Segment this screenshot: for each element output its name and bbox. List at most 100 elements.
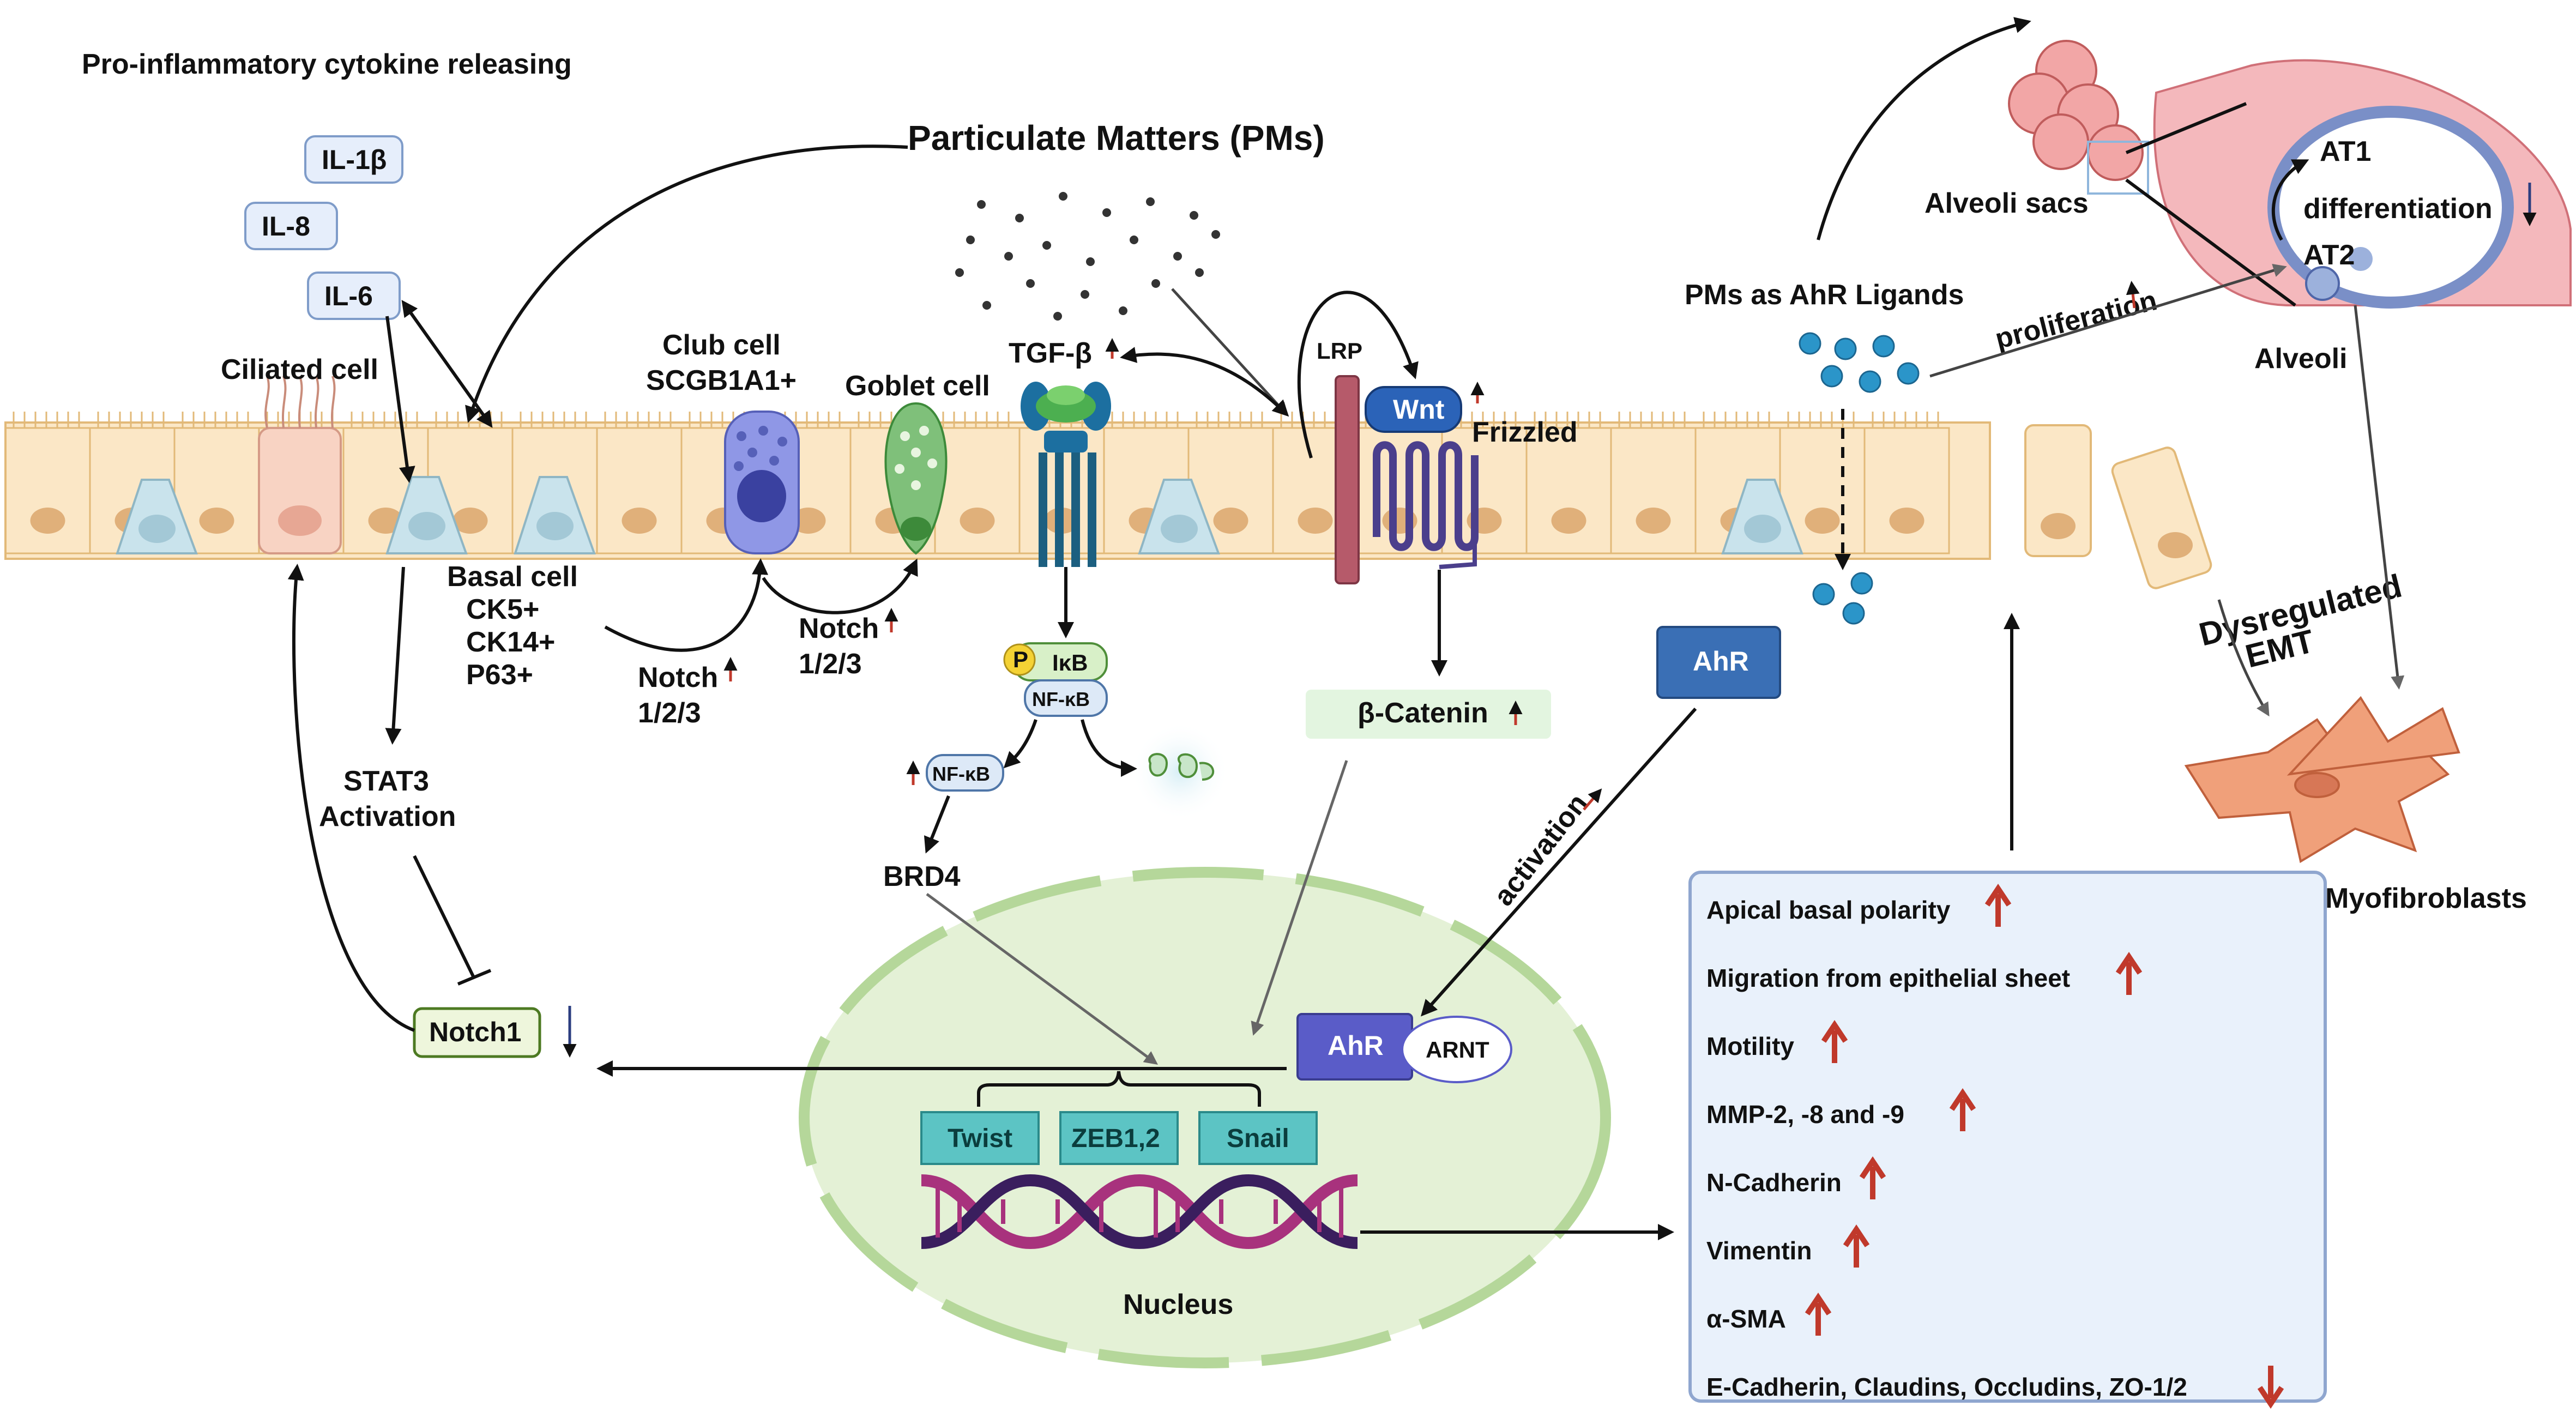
emt-item-label: Motility xyxy=(1706,1032,1794,1060)
emt-item-label: E-Cadherin, Claudins, Occludins, ZO-1/2 xyxy=(1706,1373,2187,1401)
cilia xyxy=(1618,412,1686,428)
cilia xyxy=(97,412,165,428)
gene-boxes xyxy=(920,1111,1318,1165)
brd4-label: BRD4 xyxy=(883,861,961,892)
epithelial-nucleus xyxy=(1551,508,1586,534)
pms-ahr-label: PMs as AhR Ligands xyxy=(1685,279,1964,311)
activation-label: activation xyxy=(1488,788,1594,912)
stat3-label: STAT3 xyxy=(343,765,429,797)
arrow-pms-to-alveoli xyxy=(1817,17,2031,240)
myofibroblasts-illustration xyxy=(2184,696,2460,864)
frizzled-receptor xyxy=(1373,441,1479,569)
proliferation-label: proliferation xyxy=(1992,285,2160,355)
ahr-nuc-label: AhR xyxy=(1328,1030,1384,1061)
goblet-cell xyxy=(884,402,948,555)
cilia xyxy=(942,412,1010,428)
stat3-sub: Activation xyxy=(319,801,456,832)
proteasome xyxy=(1131,722,1229,820)
cytokine-il8: IL-8 xyxy=(262,211,310,242)
arrow-notch1-to-ciliated xyxy=(287,564,415,1032)
cytokine-il1b: IL-1β xyxy=(322,144,387,175)
cilia xyxy=(182,412,249,428)
alveolus-closeup xyxy=(2153,59,2572,309)
emt-down-arrow xyxy=(2257,1366,2284,1409)
tgfb-receptor xyxy=(1021,382,1111,567)
arrow-cytokine-to-ciliated xyxy=(401,300,493,428)
bcatenin-label: β-Catenin xyxy=(1358,697,1488,729)
arrow-brd4-to-bracket xyxy=(926,892,1159,1065)
arnt-ellipse xyxy=(1401,1016,1512,1083)
arrow-pm-to-basal xyxy=(465,144,908,423)
inhibit-stat3-notch1 xyxy=(413,855,492,986)
proliferation-up-arrow xyxy=(2126,281,2140,309)
p-label: P xyxy=(1013,647,1028,672)
arrow-ahr-to-nucleus xyxy=(1421,708,1697,1017)
emt-item-label: N-Cadherin xyxy=(1706,1168,1842,1197)
arrow-proliferation xyxy=(1929,263,2287,378)
ahr-cyto-box xyxy=(1656,626,1781,699)
epithelial-cell xyxy=(1863,427,1950,554)
emt-item-label: Vimentin xyxy=(1706,1236,1812,1265)
arrow-basal-to-club xyxy=(604,558,769,652)
epithelial-nucleus xyxy=(30,508,65,534)
gene-twist: Twist xyxy=(948,1124,1012,1153)
epithelial-nucleus xyxy=(1213,508,1248,534)
cilia xyxy=(1196,412,1263,428)
basal-cell-label: Basal cell xyxy=(447,561,578,593)
cilia xyxy=(1534,412,1601,428)
emt-item-label: α-SMA xyxy=(1706,1305,1786,1333)
gene-bracket xyxy=(977,1071,1261,1107)
columnar-cells xyxy=(2024,424,2212,589)
differentiation-label: differentiation xyxy=(2303,193,2493,225)
nucleus-label: Nucleus xyxy=(1123,1289,1233,1320)
alveoli-sacs-label: Alveoli sacs xyxy=(1925,188,2089,219)
dna-helix xyxy=(921,1174,1358,1250)
cytokine-il6: IL-6 xyxy=(324,281,373,311)
at2-label: AT2 xyxy=(2303,239,2355,271)
ciliated-cell xyxy=(258,376,342,554)
notch1-label: Notch1 xyxy=(429,1017,521,1047)
notch-b-label: Notch xyxy=(799,613,879,644)
cilia xyxy=(351,412,418,428)
epithelial-nucleus xyxy=(1636,508,1671,534)
emt-item-label: MMP-2, -8 and -9 xyxy=(1706,1100,1904,1129)
at2-to-at1-arrow xyxy=(2271,159,2309,241)
arrow-bcatenin-to-nucleus xyxy=(1251,760,1348,1036)
arrow-alveoli-to-myofib xyxy=(2354,305,2405,690)
arrow-pm-to-lrp xyxy=(1171,288,1289,417)
title: Pro-inflammatory cytokine releasing xyxy=(82,49,572,80)
nfkb-label: NF-κB xyxy=(1032,688,1090,710)
pm-particles xyxy=(955,192,1220,321)
bcatenin-box xyxy=(1306,690,1551,739)
arrow-club-to-goblet xyxy=(762,558,918,614)
lrp-label: LRP xyxy=(1317,338,1362,364)
alveoli-label: Alveoli xyxy=(2254,343,2348,375)
club-cell-label: Club cell xyxy=(662,329,781,361)
alveoli-sacs-illustration xyxy=(2008,40,2149,195)
wnt-label: Wnt xyxy=(1393,394,1445,425)
goblet-cell-label: Goblet cell xyxy=(845,370,990,402)
notch-b-sub: 1/2/3 xyxy=(799,648,862,680)
nfkb2-label: NF-κB xyxy=(932,763,990,785)
epithelial-nucleus xyxy=(453,508,488,534)
club-cell xyxy=(724,411,800,554)
arrow-ikb-to-nfkb xyxy=(1003,719,1037,769)
ahr-ligand-particles xyxy=(1799,332,1920,625)
cytokine-boxes: IL-1β IL-8 IL-6 xyxy=(244,135,403,320)
emt-marker-box xyxy=(1688,871,2327,1403)
gene-snail: Snail xyxy=(1227,1124,1289,1153)
emt-item-label: Apical basal polarity xyxy=(1706,896,1951,924)
basal-nuclei xyxy=(138,512,1781,543)
emt-up-arrow xyxy=(1821,1019,1848,1063)
basal-marker-p63: P63+ xyxy=(466,659,533,691)
epithelial-nucleus xyxy=(1889,508,1925,534)
notch-a-label: Notch xyxy=(638,662,718,693)
alveoli-zoom-line-2 xyxy=(2125,178,2296,307)
gene-zeb: ZEB1,2 xyxy=(1071,1124,1160,1153)
emt-up-arrow xyxy=(1859,1156,1886,1199)
cilia xyxy=(1787,412,1855,428)
arrow-basal-to-stat3 xyxy=(385,566,405,745)
epithelial-nucleus xyxy=(199,508,234,534)
emt-up-arrow xyxy=(1984,883,2012,927)
